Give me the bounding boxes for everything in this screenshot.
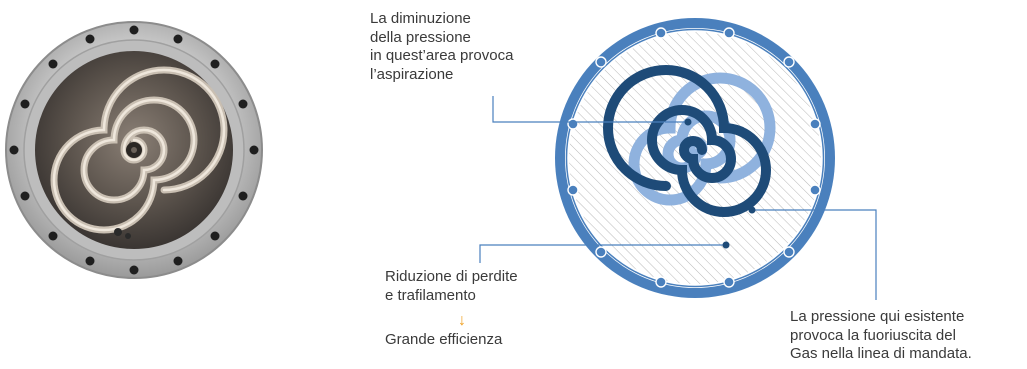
suction-label-line: La diminuzione bbox=[370, 10, 471, 27]
spiral bbox=[603, 65, 776, 217]
scroll-compressor-photo bbox=[5, 21, 263, 279]
discharge-label-line: La pressione qui esistente bbox=[790, 308, 965, 325]
discharge-label: La pressione qui esistente provoca la fu… bbox=[790, 308, 972, 364]
callout-dot-leak bbox=[722, 241, 730, 249]
ring-holes bbox=[567, 27, 821, 288]
callout-dot-discharge bbox=[748, 206, 756, 214]
leak-label: Riduzione di perdite e trafilamento bbox=[385, 268, 518, 305]
leak-label-line: Riduzione di perdite bbox=[385, 268, 518, 285]
discharge-label-line: Gas nella linea di mandata. bbox=[790, 345, 972, 362]
leak-label-line: e trafilamento bbox=[385, 286, 476, 304]
suction-label-line: in quest’area provoca bbox=[370, 47, 514, 64]
suction-label-line: l’aspirazione bbox=[370, 65, 454, 83]
suction-label-line: della pressione bbox=[370, 28, 471, 46]
callout-dot-suction bbox=[684, 118, 692, 126]
callout-discharge bbox=[752, 209, 877, 300]
orbiting-scroll bbox=[603, 65, 771, 217]
suction-label: La diminuzione della pressione in quest’… bbox=[370, 10, 513, 84]
callout-suction bbox=[492, 96, 688, 123]
discharge-label-line: provoca la fuoriuscita del bbox=[790, 326, 956, 344]
efficiency-label: Grande efficienza bbox=[385, 331, 503, 348]
callout-leak bbox=[479, 244, 726, 263]
arrow-down-icon: ↓ bbox=[458, 312, 466, 329]
